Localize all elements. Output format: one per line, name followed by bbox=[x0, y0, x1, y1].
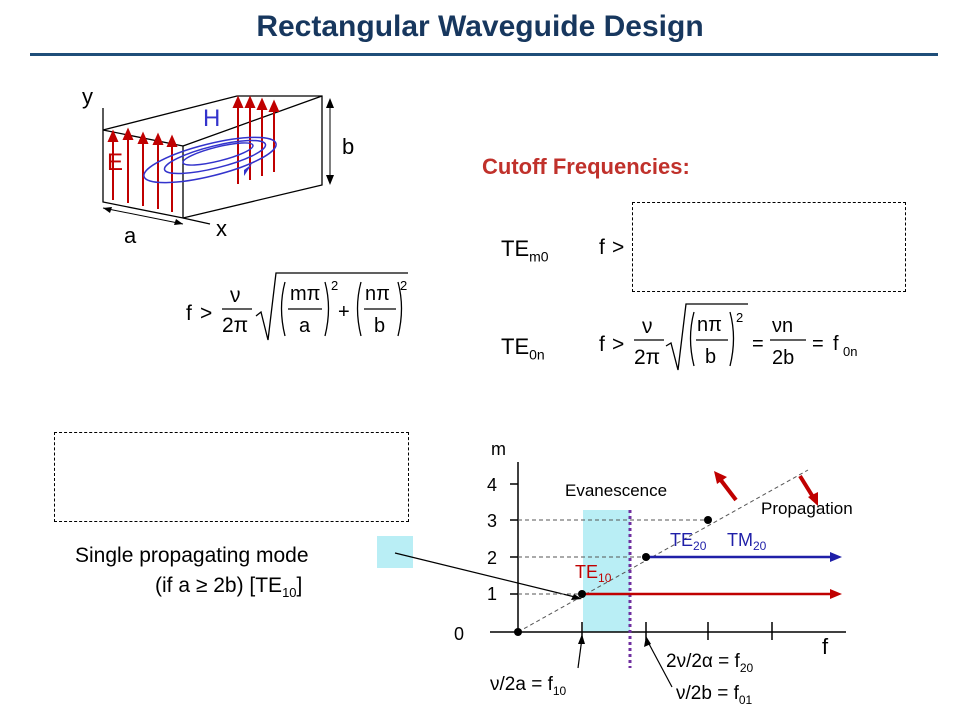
f20-label: 2ν/2α = f20 bbox=[666, 651, 754, 675]
h-field-label: H bbox=[203, 105, 220, 132]
waveguide-illustration: y x a b E H bbox=[82, 84, 354, 248]
te-m0-formula: f > bbox=[599, 236, 624, 259]
page-title: Rectangular Waveguide Design bbox=[256, 10, 704, 43]
h-field-loops bbox=[143, 136, 277, 184]
svg-text:f: f bbox=[833, 333, 839, 355]
svg-text:ν: ν bbox=[230, 284, 241, 307]
cutoff-frequencies-heading: Cutoff Frequencies: bbox=[482, 154, 690, 179]
svg-text:nπ: nπ bbox=[365, 283, 390, 305]
dim-a-label: a bbox=[124, 223, 137, 248]
dim-b-label: b bbox=[342, 134, 354, 159]
propagation-arrow bbox=[798, 474, 815, 499]
svg-text:2π: 2π bbox=[634, 346, 660, 369]
svg-text:nπ: nπ bbox=[697, 314, 722, 336]
svg-text:2b: 2b bbox=[772, 347, 794, 369]
te-0n-label: TE0n bbox=[501, 334, 545, 363]
single-mode-band bbox=[583, 510, 630, 632]
propagation-condition-formula: f > ν 2π mπ a 2 + nπ b 2 bbox=[186, 272, 408, 341]
svg-text:b: b bbox=[374, 315, 385, 337]
svg-text:f: f bbox=[599, 333, 605, 356]
svg-text:a: a bbox=[299, 315, 311, 337]
svg-text:b: b bbox=[705, 346, 716, 368]
y-axis-label: m bbox=[491, 439, 506, 459]
te-m0-label: TEm0 bbox=[501, 236, 549, 265]
svg-text:mπ: mπ bbox=[290, 283, 320, 305]
axis-x-label: x bbox=[216, 216, 227, 241]
single-mode-highlight bbox=[377, 536, 413, 568]
svg-text:2π: 2π bbox=[222, 314, 248, 337]
svg-text:2: 2 bbox=[736, 310, 743, 325]
svg-text:=: = bbox=[752, 333, 764, 355]
svg-text:=: = bbox=[812, 333, 824, 355]
evanescence-arrow bbox=[718, 477, 738, 502]
svg-text:>: > bbox=[200, 302, 212, 325]
y-tick-0: 0 bbox=[454, 624, 464, 644]
tm20-label: TM20 bbox=[727, 530, 767, 553]
y-tick-4: 4 bbox=[487, 475, 497, 495]
svg-text:+: + bbox=[338, 301, 350, 323]
te20-label: TE20 bbox=[670, 530, 707, 553]
te-0n-formula: f > ν 2π nπ b 2 = νn 2b = f 0n bbox=[599, 303, 857, 371]
svg-text:f: f bbox=[186, 302, 192, 325]
y-tick-3: 3 bbox=[487, 511, 497, 531]
propagation-label: Propagation bbox=[761, 499, 853, 518]
f10-label: ν/2a = f10 bbox=[490, 674, 567, 698]
y-tick-1: 1 bbox=[487, 584, 497, 604]
title-divider bbox=[30, 53, 938, 56]
svg-text:νn: νn bbox=[772, 315, 793, 337]
te-m0-blank-box bbox=[632, 202, 906, 292]
evanescence-label: Evanescence bbox=[565, 481, 667, 500]
svg-text:>: > bbox=[612, 333, 624, 356]
y-tick-2: 2 bbox=[487, 548, 497, 568]
te10-label: TE10 bbox=[575, 562, 612, 585]
svg-text:>: > bbox=[612, 236, 624, 259]
svg-text:0n: 0n bbox=[843, 344, 857, 359]
svg-text:f: f bbox=[599, 236, 605, 259]
axis-y-label: y bbox=[82, 84, 93, 109]
f01-label: ν/2b = f01 bbox=[676, 683, 753, 707]
x-axis-label: f bbox=[822, 634, 829, 659]
svg-text:2: 2 bbox=[331, 278, 338, 293]
single-mode-blank-box bbox=[54, 432, 409, 522]
svg-text:2: 2 bbox=[400, 278, 407, 293]
svg-text:ν: ν bbox=[642, 315, 653, 338]
e-field-label: E bbox=[107, 149, 123, 176]
single-mode-label: Single propagating mode bbox=[75, 544, 309, 567]
single-mode-pointer bbox=[394, 552, 576, 598]
single-mode-condition: (if a ≥ 2b) [TE10] bbox=[155, 574, 303, 601]
